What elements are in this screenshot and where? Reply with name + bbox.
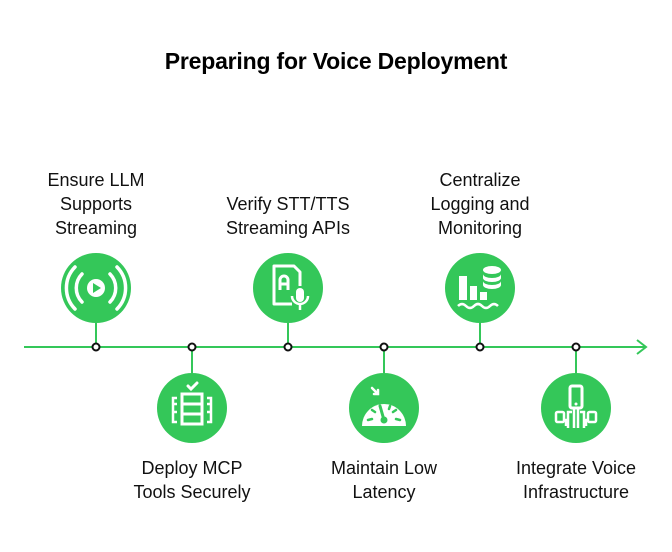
timeline-node xyxy=(91,342,101,352)
network-device-icon xyxy=(554,384,598,428)
step-label: Verify STT/TTS Streaming APIs xyxy=(198,192,378,240)
step-label-line: Tools Securely xyxy=(133,482,251,502)
chart-database-icon xyxy=(457,266,501,310)
timeline-step xyxy=(61,253,131,352)
streaming-broadcast-icon xyxy=(64,265,128,311)
document-microphone-icon xyxy=(272,264,310,310)
speedometer-icon xyxy=(362,386,406,426)
timeline-step xyxy=(157,342,227,443)
step-label-line: Deploy MCP xyxy=(141,458,243,478)
timeline-step xyxy=(445,253,515,352)
timeline-node xyxy=(475,342,485,352)
page-title: Preparing for Voice Deployment xyxy=(164,48,508,74)
step-label-line: Maintain Low xyxy=(330,458,438,478)
timeline-node xyxy=(283,342,293,352)
step-label-line: Ensure LLM xyxy=(47,170,145,190)
step-label-line: Monitoring xyxy=(437,218,523,238)
step-label-line: Logging and xyxy=(430,194,530,214)
timeline-node xyxy=(187,342,197,352)
step-label-line: Supports xyxy=(59,194,133,214)
step-label-line: Integrate Voice xyxy=(515,458,637,478)
step-icon-circle xyxy=(157,373,227,443)
step-label-line: Streaming xyxy=(54,218,138,238)
step-label: Deploy MCP Tools Securely xyxy=(102,456,282,504)
server-check-icon xyxy=(171,381,213,426)
timeline-step xyxy=(541,342,611,443)
step-icon-circle xyxy=(445,253,515,323)
step-label-line: Infrastructure xyxy=(522,482,630,502)
timeline-step xyxy=(253,253,323,352)
step-label-line: Verify STT/TTS xyxy=(226,194,350,214)
step-label-line: Streaming APIs xyxy=(225,218,351,238)
timeline-arrow-head xyxy=(636,339,648,355)
step-label-line: Latency xyxy=(352,482,416,502)
step-label-line: Centralize xyxy=(439,170,521,190)
timeline-node xyxy=(379,342,389,352)
timeline-step xyxy=(349,342,419,443)
timeline-node xyxy=(571,342,581,352)
